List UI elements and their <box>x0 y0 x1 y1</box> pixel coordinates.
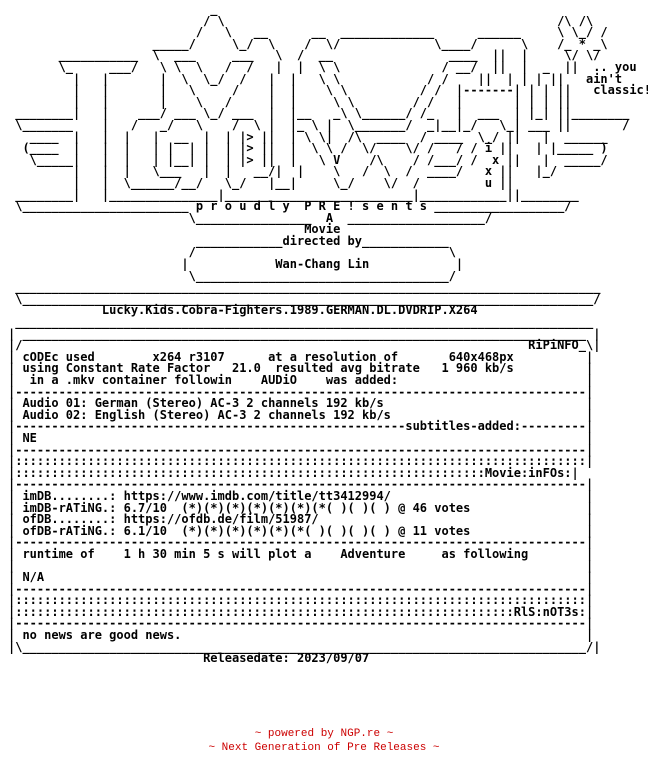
footer-powered-by: ~ powered by NGP.re ~ <box>254 728 394 740</box>
nfo-release-text: _ / \ /\ /\ / \ __ __ _____________ ____… <box>8 2 648 666</box>
footer-tagline: ~ Next Generation of Pre Releases ~ <box>208 742 440 754</box>
